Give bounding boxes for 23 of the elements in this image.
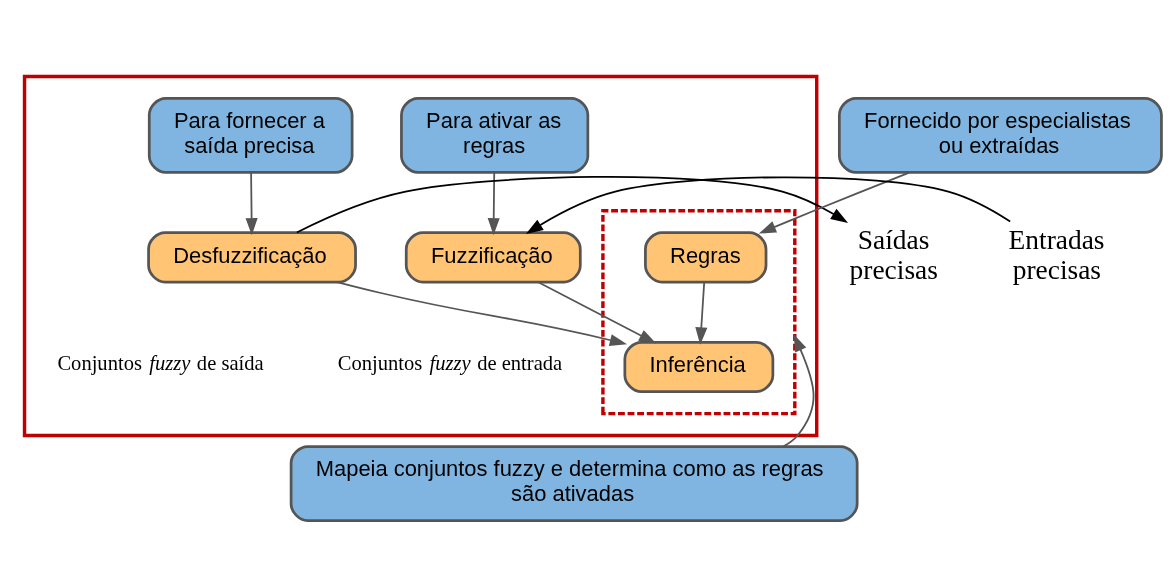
node-box: Mapeia conjuntos fuzzy e determina como as regras são ativadas <box>289 445 859 522</box>
node-box: Inferência <box>623 340 775 394</box>
arrow <box>695 281 708 345</box>
cluster <box>22 74 819 438</box>
arrow <box>336 281 628 346</box>
arrow <box>295 176 849 234</box>
label: Conjuntos fuzzy de saída <box>57 352 264 375</box>
node-box: Para fornecer a saída precisa <box>147 97 354 174</box>
cluster <box>601 209 797 416</box>
node-box: Desfuzzificação <box>147 231 357 284</box>
node-box: Fuzzificação <box>404 231 582 284</box>
node-text: Saídas precisas <box>849 225 938 286</box>
node-box: Fornecido por especialistas ou extraídas <box>838 97 1163 174</box>
arrow <box>758 171 911 234</box>
node-box: Regras <box>644 231 768 284</box>
arrow <box>782 334 815 448</box>
node-text: Entradas precisas <box>1008 225 1105 286</box>
arrow <box>245 171 258 236</box>
label: Conjuntos fuzzy de entrada <box>337 352 563 375</box>
arrow <box>537 281 657 344</box>
node-box: Para ativar as regras <box>400 97 590 174</box>
arrow <box>525 176 1012 234</box>
arrow <box>487 171 500 236</box>
